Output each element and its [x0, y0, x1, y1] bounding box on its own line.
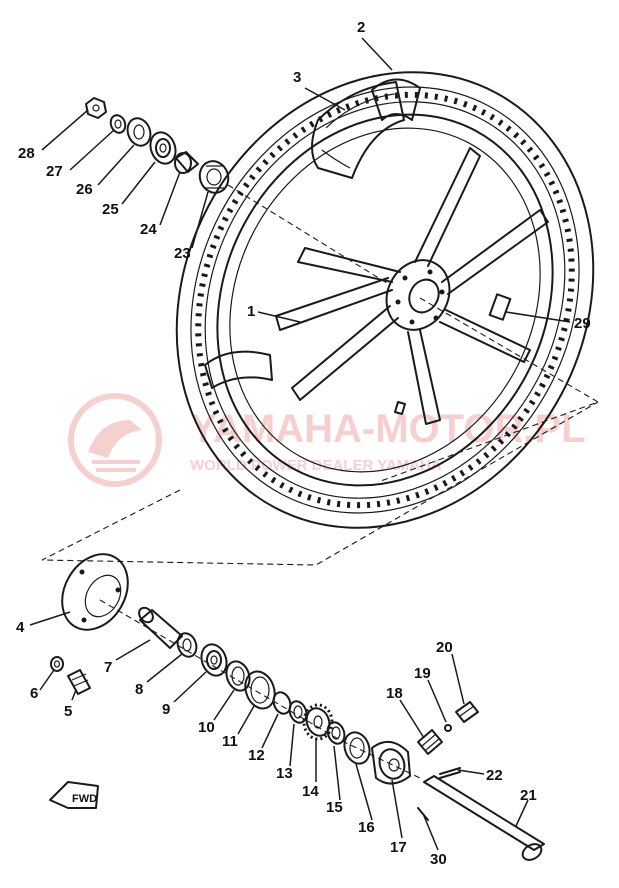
lower-hub-parts	[50, 553, 545, 861]
watermark: YAMAHA-MOTOR.PL WORLD POWER DEALER YAMAH…	[68, 393, 586, 487]
callout-2: 2	[357, 19, 365, 36]
callout-20: 20	[436, 639, 453, 656]
callout-27: 27	[46, 163, 63, 180]
callout-16: 16	[358, 819, 375, 836]
fwd-label: FWD	[72, 793, 97, 805]
callout-12: 12	[248, 747, 265, 764]
callout-29: 29	[574, 315, 591, 332]
callout-30: 30	[430, 851, 447, 868]
callout-28: 28	[18, 145, 35, 162]
callout-24: 24	[140, 221, 157, 238]
callout-22: 22	[486, 767, 503, 784]
upper-hub-parts	[85, 97, 230, 194]
callout-23: 23	[174, 245, 191, 262]
callout-25: 25	[102, 201, 119, 218]
callout-18: 18	[386, 685, 403, 702]
callout-19: 19	[414, 665, 431, 682]
callout-21: 21	[520, 787, 537, 804]
callout-17: 17	[390, 839, 407, 856]
callout-26: 26	[76, 181, 93, 198]
inner-tube	[311, 81, 405, 179]
callout-4: 4	[16, 619, 25, 636]
assembly-guides	[41, 184, 600, 779]
callout-7: 7	[104, 659, 112, 676]
leader-lines	[29, 37, 571, 851]
callout-15: 15	[326, 799, 343, 816]
callout-8: 8	[135, 681, 143, 698]
callout-1: 1	[247, 303, 255, 320]
callout-3: 3	[293, 69, 301, 86]
callout-13: 13	[276, 765, 293, 782]
forward-direction-icon: FWD	[49, 781, 99, 809]
callout-5: 5	[64, 703, 72, 720]
watermark-brand: YAMAHA-MOTOR.PL	[190, 407, 586, 451]
watermark-tagline: WORLD POWER DEALER YAMAHA	[190, 457, 442, 474]
callout-9: 9	[162, 701, 170, 718]
watermark-logo-icon	[68, 393, 162, 487]
callout-6: 6	[30, 685, 38, 702]
callout-10: 10	[198, 719, 215, 736]
callout-11: 11	[222, 733, 238, 750]
callout-14: 14	[302, 783, 319, 800]
wheel-rim	[175, 71, 595, 529]
callout-labels: 2 3 1 29 28 27 26 25 24 23 4 5 6 7 8 9 1…	[16, 19, 591, 868]
